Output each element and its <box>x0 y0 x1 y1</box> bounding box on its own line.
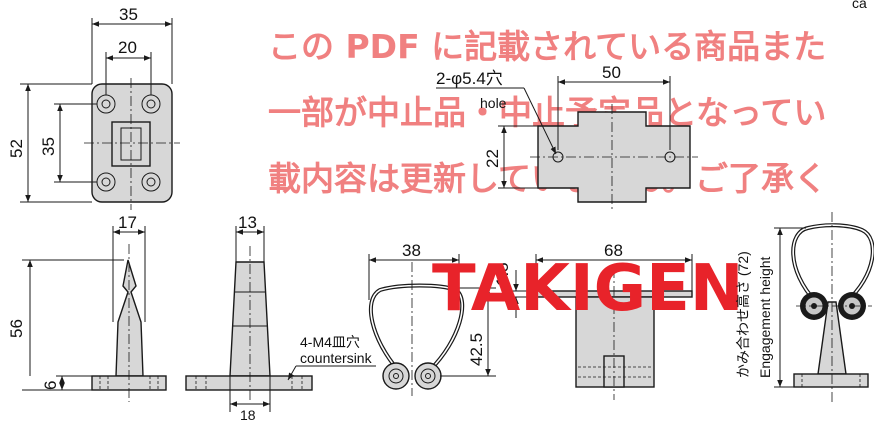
spike-side-base <box>185 375 313 391</box>
dim-handle-width: 38 <box>402 241 421 260</box>
handle-left-coil <box>382 362 410 390</box>
engaged-base <box>793 373 869 388</box>
watermark-line-1: この PDF に記載されている商品また <box>268 27 826 66</box>
dim-handle-side-width: 68 <box>604 241 623 260</box>
dim-strap-thickness: 1.5 <box>493 262 512 286</box>
dim-bracket-width: 50 <box>602 63 621 82</box>
dim-spike-base: 6 <box>41 381 60 390</box>
front-view: 17 56 6 <box>7 213 167 402</box>
brand-watermark: TAKIGEN <box>432 252 743 326</box>
dim-spike-width: 17 <box>118 213 137 232</box>
spike-body <box>115 259 144 377</box>
mounting-hole-br <box>141 172 161 192</box>
hole-label-jp: 2-φ5.4穴 <box>436 69 503 88</box>
engagement-view: かみ合わせ高さ (72) Engagement height <box>735 212 874 402</box>
watermark: この PDF に記載されている商品また 一部が中止品・中止予定品となってい 載内… <box>268 27 827 198</box>
top-view: 35 20 52 35 <box>7 5 180 210</box>
side-view: 13 18 4-M4皿穴 countersink <box>185 213 376 422</box>
handle-side-view: 68 1.5 <box>493 241 693 400</box>
countersink-label-en: countersink <box>300 350 373 366</box>
engagement-label-en: Engagement height <box>757 256 773 378</box>
dim-width-inner: 20 <box>118 38 137 57</box>
handle-right-coil <box>414 362 442 390</box>
engaged-handle-loop <box>791 223 874 304</box>
engagement-label-jp: かみ合わせ高さ (72) <box>735 251 751 378</box>
dim-height-outer: 52 <box>7 139 26 158</box>
dim-spike-height: 56 <box>7 319 26 338</box>
countersink-label-jp: 4-M4皿穴 <box>300 334 360 350</box>
dim-height-inner: 35 <box>39 137 58 156</box>
handle-front-view: 38 42.5 <box>368 241 496 396</box>
dim-side-base-width: 18 <box>240 407 256 422</box>
dim-width-outer: 35 <box>119 5 138 24</box>
dim-bracket-height: 22 <box>483 149 502 168</box>
dim-side-top-width: 13 <box>238 213 257 232</box>
corner-text: ca <box>852 0 867 11</box>
cross-plate <box>537 111 691 203</box>
hole-label-en: hole <box>480 95 507 111</box>
dim-handle-height: 42.5 <box>467 333 486 366</box>
bracket-view: 50 22 2-φ5.4穴 hole <box>436 63 698 210</box>
